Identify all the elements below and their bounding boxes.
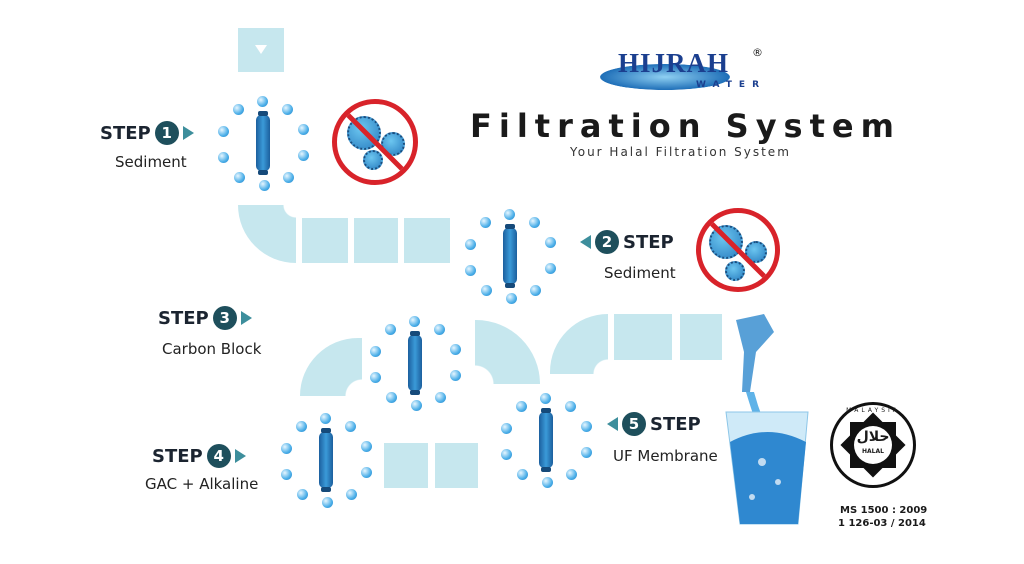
filter-cartridge-2 (503, 224, 517, 288)
step-5-label: UF Membrane (613, 447, 718, 465)
step-2-label: Sediment (604, 264, 676, 282)
arrow-right-icon (182, 126, 194, 140)
step-number-badge: 1 (154, 121, 179, 145)
water-bubble (450, 370, 462, 382)
pipe-elbow-5 (550, 314, 608, 374)
pipe-segment (680, 314, 722, 360)
water-bubble (434, 323, 446, 335)
water-bubble (540, 393, 552, 404)
pipe-elbow-3a (300, 338, 362, 396)
water-bubble (369, 345, 381, 357)
arrow-right-icon (240, 311, 252, 325)
water-bubble (545, 263, 557, 275)
water-bubble (529, 216, 541, 228)
water-glass-illustration (725, 314, 809, 525)
filter-cartridge-5 (539, 408, 553, 472)
water-bubble (321, 496, 333, 508)
filter-cartridge-4 (319, 428, 333, 492)
arrow-left-icon (580, 235, 591, 249)
water-bubble (296, 489, 308, 501)
water-bubble (345, 420, 357, 432)
water-bubble (360, 441, 372, 453)
step-4-label: GAC + Alkaline (145, 475, 259, 493)
water-bubble (516, 469, 528, 481)
pipe-segment (384, 443, 428, 488)
water-bubble (361, 467, 373, 479)
water-bubble (566, 468, 578, 480)
water-bubble (232, 104, 244, 116)
down-arrow-icon (255, 45, 267, 54)
water-bubble (410, 399, 422, 411)
arrow-right-icon (234, 449, 246, 463)
pipe-elbow-1 (238, 205, 296, 263)
water-bubble (233, 172, 245, 184)
filter-cartridge-3 (408, 331, 422, 395)
water-bubble (565, 400, 577, 412)
pipe-segment (354, 218, 398, 263)
no-bacteria-icon (696, 208, 780, 292)
step-number-badge: 4 (206, 444, 231, 468)
step-3-label: Carbon Block (162, 340, 262, 358)
water-bubble (298, 150, 310, 162)
water-bubble (385, 392, 397, 404)
pipe-segment (614, 314, 672, 360)
step-number-badge: 2 (595, 230, 619, 254)
filter-cartridge-1 (256, 111, 270, 175)
water-bubble (515, 401, 527, 413)
water-bubble (283, 171, 295, 183)
water-bubble (500, 422, 512, 434)
step-1-label: Sediment (115, 153, 187, 171)
water-bubble (384, 324, 396, 336)
halal-cert-number: 1 126-03 / 2014 (838, 518, 926, 529)
water-bubble (449, 344, 461, 356)
water-bubble (581, 447, 593, 459)
water-bubble (409, 316, 421, 327)
water-bubble (435, 391, 447, 403)
no-bacteria-icon (332, 99, 418, 185)
water-bubble (544, 237, 556, 249)
halal-certification-logo: حلال HALAL MALAYSIA (830, 402, 916, 492)
step-number-badge: 3 (212, 306, 237, 330)
brand-logo: HIJRAH ® WATER (600, 46, 770, 98)
pipe-segment (404, 218, 450, 263)
pipe-elbow-3b (475, 320, 540, 384)
water-bubble (295, 421, 307, 433)
arrow-left-icon (607, 417, 618, 431)
water-bubble (320, 413, 332, 424)
water-bubble (541, 476, 553, 488)
water-bubble (480, 285, 492, 297)
water-bubble (257, 96, 269, 107)
water-bubble (217, 125, 229, 137)
page-title: Filtration System (470, 107, 901, 145)
halal-standard-text: MS 1500 : 2009 (840, 505, 928, 516)
inlet-box (238, 28, 284, 72)
step-number-badge: 5 (622, 412, 646, 436)
water-bubble (501, 448, 513, 460)
water-bubble (505, 292, 517, 304)
water-bubble (465, 264, 477, 276)
water-bubble (580, 421, 592, 433)
water-bubble (346, 488, 358, 500)
water-bubble (258, 179, 270, 191)
water-bubble (504, 209, 516, 220)
pipe-segment (302, 218, 348, 263)
water-bubble (464, 238, 476, 250)
pipe-segment (435, 443, 478, 488)
page-subtitle: Your Halal Filtration System (570, 145, 791, 159)
water-bubble (218, 151, 230, 163)
water-bubble (297, 124, 309, 136)
water-bubble (530, 284, 542, 296)
water-bubble (282, 103, 294, 115)
water-bubble (479, 217, 491, 229)
water-bubble (370, 371, 382, 383)
water-bubble (281, 468, 293, 480)
water-bubble (280, 442, 292, 454)
